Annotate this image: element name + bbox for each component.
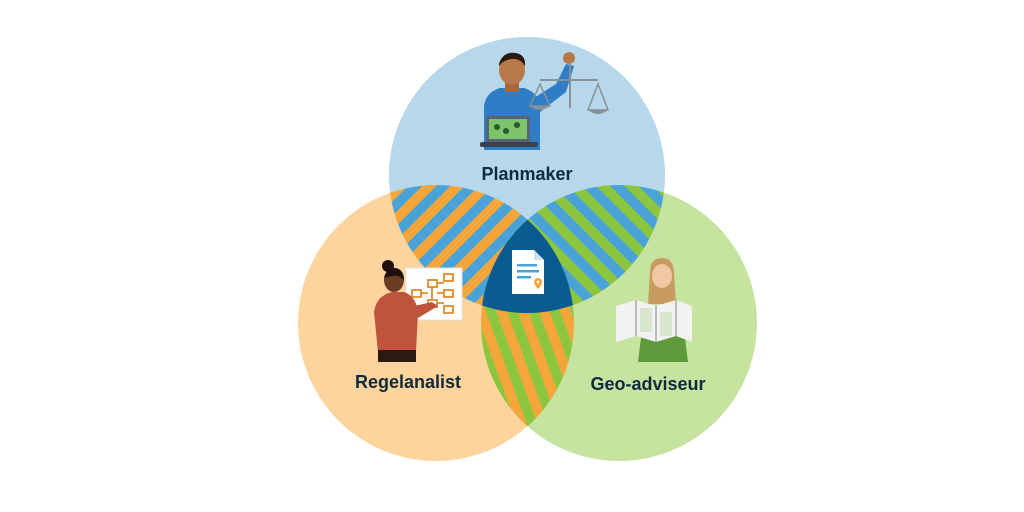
intersection-center xyxy=(481,185,574,313)
label-geo-adviseur: Geo-adviseur xyxy=(590,374,705,394)
person-with-map-icon xyxy=(616,258,692,362)
person-with-scales-and-laptop-icon xyxy=(480,52,610,150)
person-with-flowchart-icon xyxy=(374,260,463,362)
label-planmaker: Planmaker xyxy=(481,164,572,184)
label-regelanalist: Regelanalist xyxy=(355,372,461,392)
document-with-location-pin-icon xyxy=(512,250,544,294)
